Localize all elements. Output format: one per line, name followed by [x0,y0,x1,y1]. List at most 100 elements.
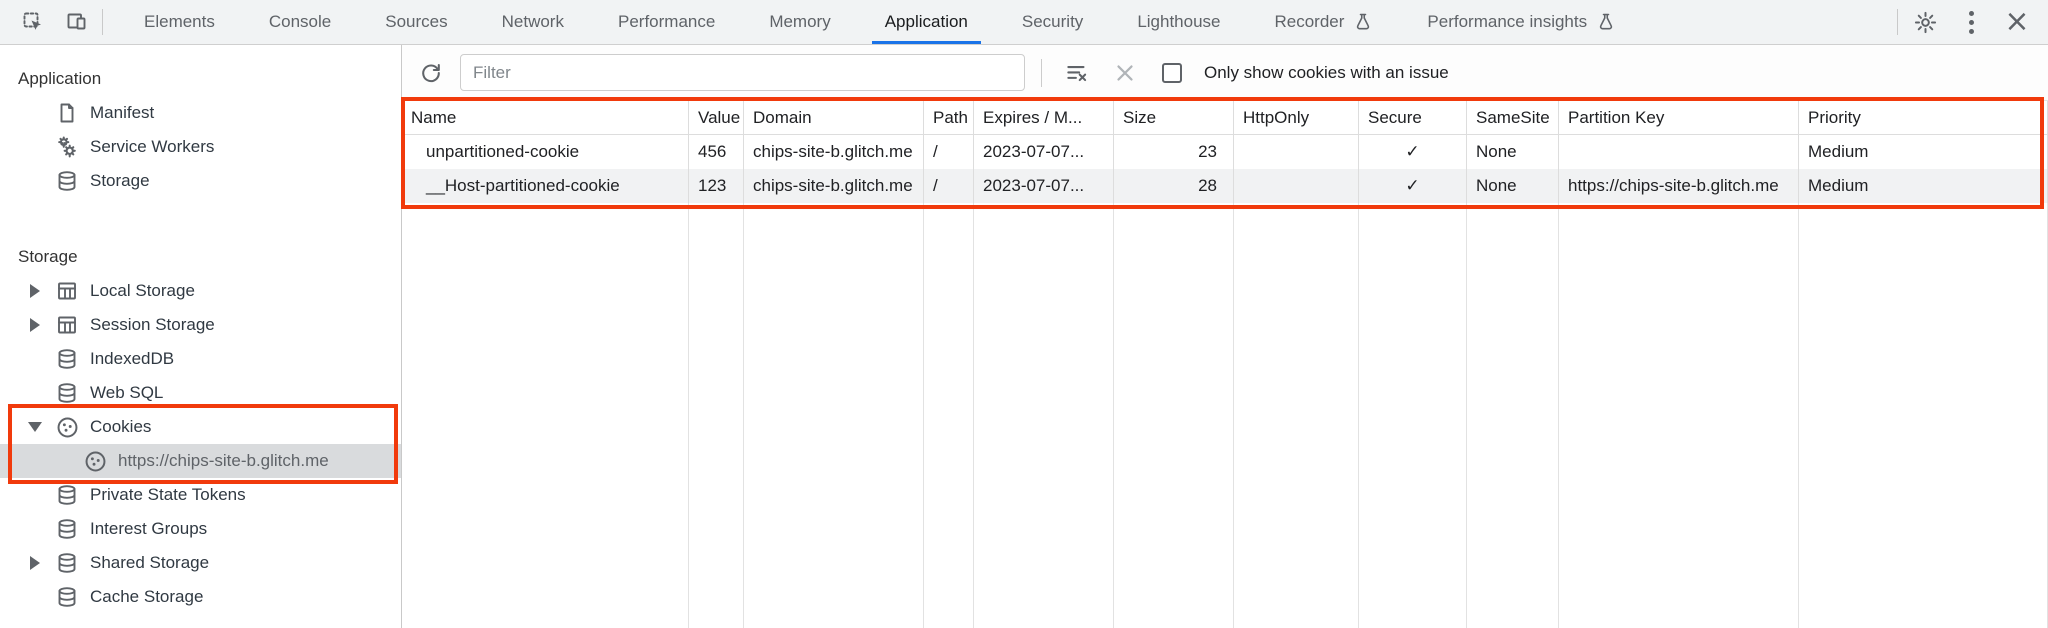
table-header-row: Name Value Domain Path Expires / M... Si… [402,101,2048,135]
cell-partition-key[interactable]: https://chips-site-b.glitch.me [1559,169,1799,203]
sidebar-item-shared-storage[interactable]: Shared Storage [0,546,401,580]
only-issue-checkbox-label[interactable]: Only show cookies with an issue [1204,62,1449,82]
cell-value[interactable]: 456 [689,135,744,169]
refresh-icon[interactable] [412,56,450,90]
tab-performance-insights[interactable]: Performance insights [1400,0,1643,44]
column-header-value[interactable]: Value [689,101,744,134]
clear-filter-icon[interactable] [1058,56,1096,90]
column-header-name[interactable]: Name [402,101,689,134]
chevron-down-icon[interactable] [18,422,52,432]
cell-secure-checkmark[interactable]: ✓ [1359,169,1467,203]
database-icon [52,345,82,373]
tab-sources[interactable]: Sources [385,12,448,31]
database-icon [52,481,82,509]
sidebar-item-storage[interactable]: Storage [0,164,401,198]
cell-value[interactable]: 123 [689,169,744,203]
sidebar-item-local-storage[interactable]: Local Storage [0,274,401,308]
sidebar-item-session-storage[interactable]: Session Storage [0,308,401,342]
chevron-right-icon[interactable] [18,318,52,332]
sidebar-item-indexeddb[interactable]: IndexedDB [0,342,401,376]
delete-selected-icon[interactable] [1106,56,1144,90]
sidebar-item-manifest[interactable]: Manifest [0,96,401,130]
database-icon [52,515,82,543]
tab-application[interactable]: Application [858,0,995,44]
cell-samesite[interactable]: None [1467,135,1559,169]
column-header-samesite[interactable]: SameSite [1467,101,1559,134]
sidebar-item-interest-groups[interactable]: Interest Groups [0,512,401,546]
cell-priority[interactable]: Medium [1799,169,2048,203]
cell-secure-checkmark[interactable]: ✓ [1359,135,1467,169]
cell-size[interactable]: 23 [1114,135,1234,169]
cell-samesite[interactable]: None [1467,169,1559,203]
sidebar-item-web-sql[interactable]: Web SQL [0,376,401,410]
column-header-httponly[interactable]: HttpOnly [1234,101,1359,134]
database-icon [52,167,82,195]
document-icon [52,99,82,127]
cell-expires[interactable]: 2023-07-07... [974,135,1114,169]
inspect-element-icon[interactable] [14,5,52,39]
experiment-flask-icon [1353,12,1373,32]
cell-size[interactable]: 28 [1114,169,1234,203]
tab-memory[interactable]: Memory [769,12,831,31]
cookies-toolbar: Only show cookies with an issue [402,45,2048,101]
cell-httponly[interactable] [1234,169,1359,203]
cell-domain[interactable]: chips-site-b.glitch.me [744,135,924,169]
cell-domain[interactable]: chips-site-b.glitch.me [744,169,924,203]
column-header-expires[interactable]: Expires / M... [974,101,1114,134]
sidebar-item-cache-storage[interactable]: Cache Storage [0,580,401,614]
tab-network[interactable]: Network [501,12,564,31]
cookie-icon [80,447,110,475]
chevron-right-icon[interactable] [18,556,52,570]
column-header-secure[interactable]: Secure [1359,101,1467,134]
cell-priority[interactable]: Medium [1799,135,2048,169]
cell-path[interactable]: / [924,169,974,203]
cell-name[interactable]: __Host-partitioned-cookie [402,169,689,203]
toolbar-separator [1041,58,1042,87]
sidebar-item-service-workers[interactable]: Service Workers [0,130,401,164]
database-icon [52,549,82,577]
tab-recorder[interactable]: Recorder [1248,0,1401,44]
cell-partition-key[interactable] [1559,135,1799,169]
chevron-right-icon[interactable] [18,284,52,298]
sidebar-item-private-state-tokens[interactable]: Private State Tokens [0,478,401,512]
more-options-kebab-icon[interactable] [1952,5,1990,39]
column-header-domain[interactable]: Domain [744,101,924,134]
sidebar-item-cookies[interactable]: Cookies [0,410,401,444]
tab-elements[interactable]: Elements [144,12,215,31]
application-sidebar: Application Manifest Se [0,45,402,628]
tabbar-separator [102,9,103,35]
cookies-pane: Only show cookies with an issue Name Val… [402,45,2048,628]
gears-icon [52,133,82,161]
cookies-data-grid: Name Value Domain Path Expires / M... Si… [402,101,2048,628]
table-icon [52,311,82,339]
tab-lighthouse[interactable]: Lighthouse [1137,12,1221,31]
filter-input[interactable] [460,54,1025,91]
column-header-size[interactable]: Size [1114,101,1234,134]
devtools-tabbar: Elements Console Sources Network Perform… [0,0,2048,45]
database-icon [52,379,82,407]
tabbar-separator [1897,9,1898,35]
section-title-storage: Storage [18,247,78,266]
section-title-application: Application [18,69,102,88]
close-devtools-icon[interactable]: × [2004,4,2030,39]
table-icon [52,277,82,305]
table-row[interactable]: __Host-partitioned-cookie 123 chips-site… [402,169,2048,203]
column-header-partition-key[interactable]: Partition Key [1559,101,1799,134]
column-header-path[interactable]: Path [924,101,974,134]
database-icon [52,583,82,611]
cell-expires[interactable]: 2023-07-07... [974,169,1114,203]
device-toolbar-icon[interactable] [58,5,96,39]
only-issue-checkbox[interactable] [1162,62,1182,83]
column-header-priority[interactable]: Priority [1799,101,2048,134]
table-row[interactable]: unpartitioned-cookie 456 chips-site-b.gl… [402,135,2048,169]
tab-performance[interactable]: Performance [617,12,716,31]
experiment-flask-icon [1596,12,1616,32]
cell-httponly[interactable] [1234,135,1359,169]
tab-console[interactable]: Console [268,12,332,31]
cell-path[interactable]: / [924,135,974,169]
cell-name[interactable]: unpartitioned-cookie [402,135,689,169]
sidebar-item-cookie-origin[interactable]: https://chips-site-b.glitch.me [0,444,401,478]
settings-gear-icon[interactable] [1906,5,1944,39]
tab-security[interactable]: Security [1021,12,1084,31]
